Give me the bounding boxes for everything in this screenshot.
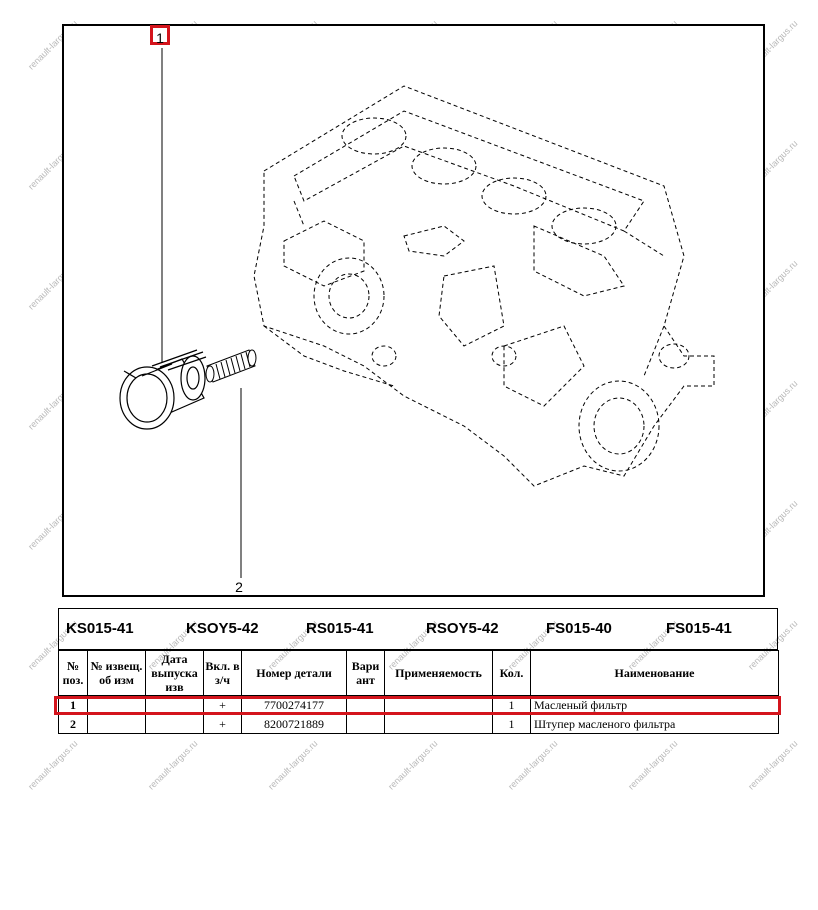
model-codes-bar: KS015-41 KSOY5-42 RS015-41 RSOY5-42 FS01…	[58, 608, 778, 650]
header-incl: Вкл. в з/ч	[203, 650, 242, 696]
parts-table: № поз. № извещ. об изм Дата выпуска изв …	[58, 650, 779, 734]
header-applicability: Применяемость	[384, 650, 493, 696]
cell-notice	[87, 714, 146, 734]
cell-variant	[346, 695, 385, 715]
model-code: FS015-41	[666, 620, 732, 637]
header-variant: Вари ант	[346, 650, 385, 696]
cell-applicability	[384, 695, 493, 715]
model-code: KSOY5-42	[186, 620, 259, 637]
cell-incl: +	[203, 714, 242, 734]
watermark-text: renault-largus.ru	[146, 738, 200, 792]
cell-incl: +	[203, 695, 242, 715]
watermark-text: renault-largus.ru	[26, 738, 80, 792]
watermark-text: renault-largus.ru	[626, 738, 680, 792]
cell-qty: 1	[492, 714, 531, 734]
header-notice: № извещ. об изм	[87, 650, 146, 696]
watermark-text: renault-largus.ru	[266, 738, 320, 792]
cell-date	[145, 695, 204, 715]
parts-diagram	[62, 24, 765, 597]
cell-part-number: 8200721889	[241, 714, 347, 734]
header-part-number: Номер детали	[241, 650, 347, 696]
cell-name: Штупер масленого фильтра	[530, 714, 779, 734]
callout-label-1: 1	[150, 25, 170, 46]
oil-filter-shape	[119, 349, 207, 430]
watermark-text: renault-largus.ru	[386, 738, 440, 792]
model-code: RS015-41	[306, 620, 374, 637]
cell-variant	[346, 714, 385, 734]
cell-name: Масленый фильтр	[530, 695, 779, 715]
table-row[interactable]: 1 + 7700274177 1 Масленый фильтр	[58, 695, 779, 715]
fitting-shape	[205, 349, 257, 383]
header-name: Наименование	[530, 650, 779, 696]
cell-pos: 2	[58, 714, 88, 734]
watermark-text: renault-largus.ru	[746, 738, 800, 792]
model-code: KS015-41	[66, 620, 134, 637]
table-header-row: № поз. № извещ. об изм Дата выпуска изв …	[58, 650, 779, 696]
callout-label-2: 2	[235, 579, 243, 595]
cell-notice	[87, 695, 146, 715]
header-date: Дата выпуска изв	[145, 650, 204, 696]
model-code: RSOY5-42	[426, 620, 499, 637]
model-code: FS015-40	[546, 620, 612, 637]
cell-applicability	[384, 714, 493, 734]
engine-block-outline	[253, 85, 715, 487]
cell-pos: 1	[58, 695, 88, 715]
engine-block-illustration	[119, 48, 715, 578]
header-pos: № поз.	[58, 650, 88, 696]
watermark-text: renault-largus.ru	[506, 738, 560, 792]
cell-part-number: 7700274177	[241, 695, 347, 715]
header-qty: Кол.	[492, 650, 531, 696]
cell-date	[145, 714, 204, 734]
table-row[interactable]: 2 + 8200721889 1 Штупер масленого фильтр…	[58, 714, 779, 734]
cell-qty: 1	[492, 695, 531, 715]
